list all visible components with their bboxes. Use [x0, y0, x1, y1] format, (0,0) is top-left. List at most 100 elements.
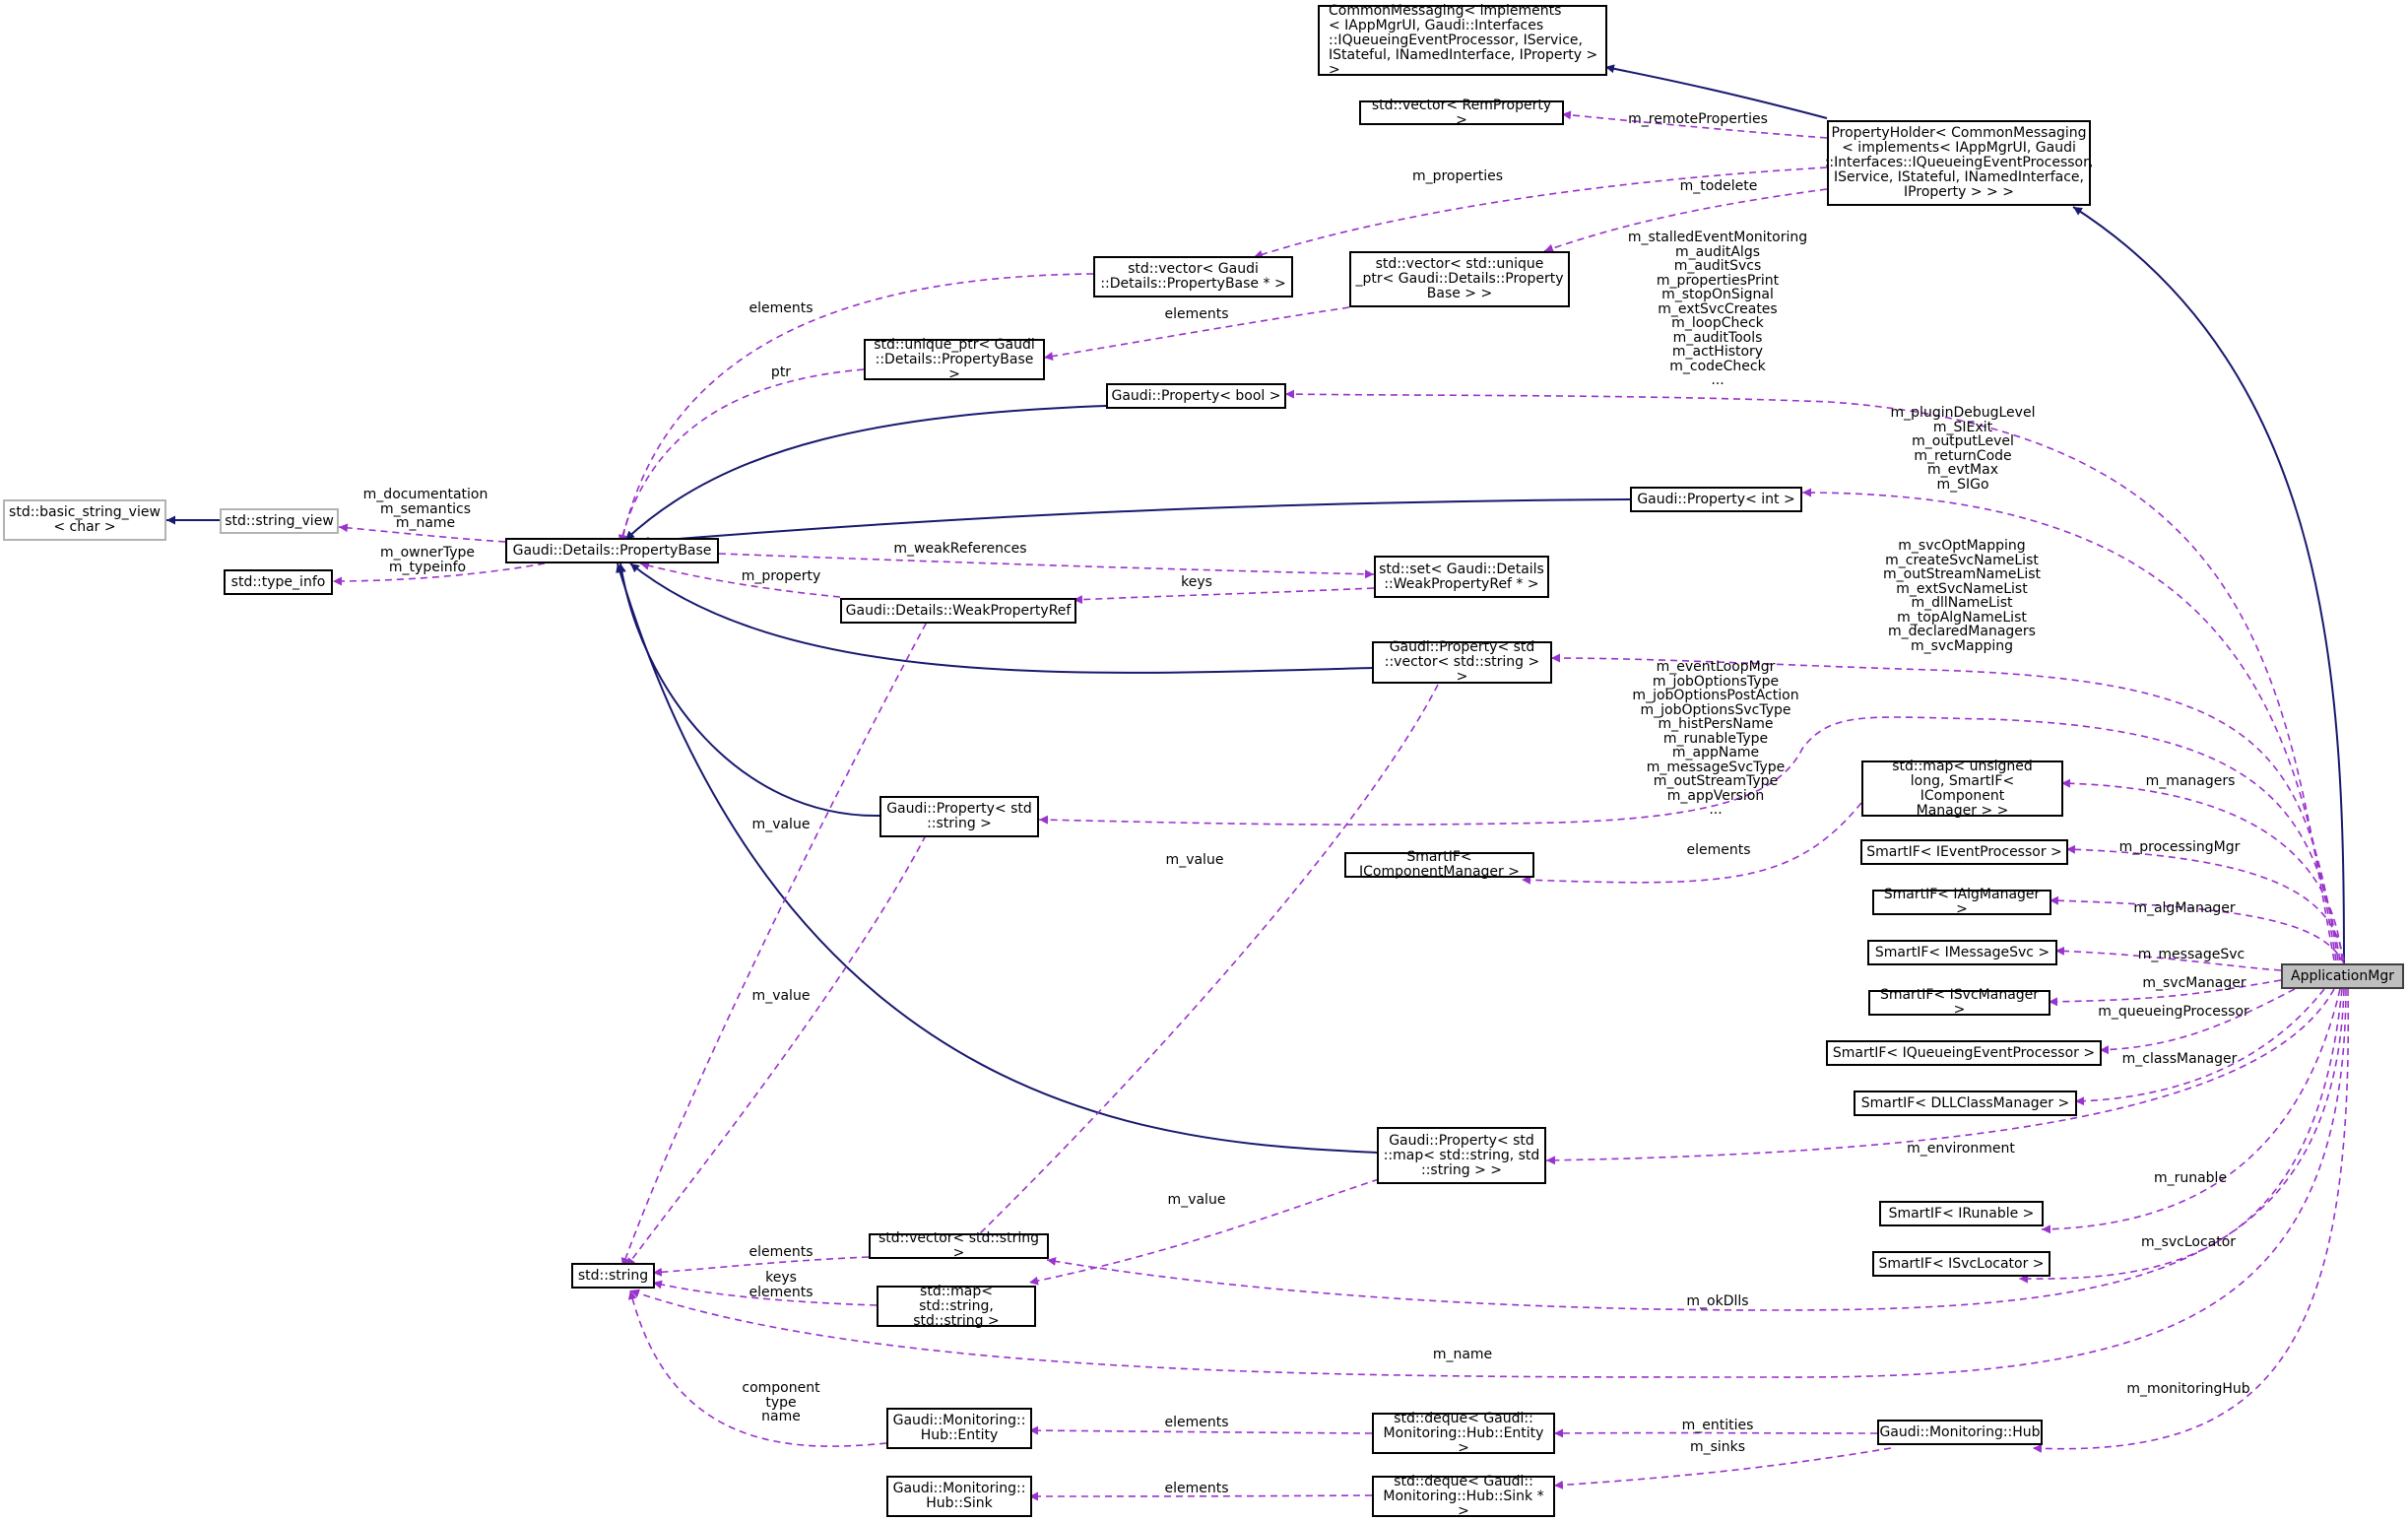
label-class-manager: m_classManager [2121, 1051, 2238, 1067]
edge-app-queueing [2099, 988, 2296, 1055]
node-unique-ptr[interactable]: std::unique_ptr< Gaudi ::Details::Proper… [864, 337, 1045, 381]
label-environment: m_environment [1907, 1141, 2015, 1157]
edge-app-algmanager [2049, 895, 2345, 964]
node-string-view[interactable]: std::string_view [220, 508, 339, 534]
edge-dequesink-hubsink [1028, 1491, 1373, 1501]
label-svc-locator: m_svcLocator [2140, 1234, 2237, 1250]
node-vector-propertybase-ptr[interactable]: std::vector< Gaudi ::Details::PropertyBa… [1093, 256, 1293, 298]
node-smartif-runable[interactable]: SmartIF< IRunable > [1879, 1201, 2044, 1226]
label-message-svc: m_messageSvc [2137, 947, 2245, 962]
edge-app-svclocator [2018, 988, 2343, 1284]
label-elements-3: elements [1686, 842, 1751, 858]
edge-app-dllclass [2074, 988, 2325, 1106]
edge-hub-dequesink [1553, 1447, 1892, 1489]
node-deque-sink[interactable]: std::deque< Gaudi:: Monitoring::Hub::Sin… [1372, 1474, 1555, 1518]
edge-propertystring-propertybase [617, 562, 880, 818]
node-smartif-queueing[interactable]: SmartIF< IQueueingEventProcessor > [1826, 1040, 2102, 1066]
label-svc-manager: m_svcManager [2142, 975, 2246, 991]
label-todelete: m_todelete [1679, 178, 1758, 194]
edge-propertybool-propertybase [624, 405, 1107, 541]
node-smartif-algmanager[interactable]: SmartIF< IAlgManager > [1872, 888, 2051, 917]
node-hub-entity[interactable]: Gaudi::Monitoring:: Hub::Entity [886, 1408, 1032, 1449]
label-elements-4: elements [1164, 1415, 1229, 1430]
edge-propertyint-propertybase [639, 498, 1631, 546]
edge-app-stdstring [629, 988, 2347, 1378]
node-std-string[interactable]: std::string [571, 1263, 655, 1289]
edge-propertymap-propertybase [616, 562, 1378, 1154]
edge-vectorstring-stdstring [652, 1256, 870, 1277]
node-property-int[interactable]: Gaudi::Property< int > [1630, 487, 1802, 512]
edge-properties [1253, 166, 1828, 259]
edge-applicationmgr-propertyholder [2072, 206, 2345, 966]
node-property-vector-string[interactable]: Gaudi::Property< std ::vector< std::stri… [1372, 640, 1552, 685]
label-monitoring-hub: m_monitoringHub [2126, 1381, 2250, 1397]
edge-app-runable [2041, 988, 2341, 1234]
node-deque-entity[interactable]: std::deque< Gaudi:: Monitoring::Hub::Ent… [1372, 1411, 1555, 1455]
label-queueing-processor: m_queueingProcessor [2098, 1004, 2249, 1020]
node-property-string[interactable]: Gaudi::Property< std ::string > [879, 796, 1039, 837]
label-entities: m_entities [1681, 1418, 1754, 1433]
edge-app-propertystring [1038, 716, 2341, 961]
label-sinks: m_sinks [1689, 1439, 1746, 1455]
label-weak-references: m_weakReferences [893, 541, 1027, 557]
edge-vecbaseptr-propertybase [618, 273, 1094, 545]
label-runable: m_runable [2153, 1170, 2228, 1186]
edge-hubentity-stdstring [627, 1290, 887, 1447]
edge-propertystring-stdstring [625, 834, 927, 1268]
node-property-map[interactable]: Gaudi::Property< std ::map< std::string,… [1377, 1127, 1546, 1184]
node-smartif-dllclassmanager[interactable]: SmartIF< DLLClassManager > [1854, 1091, 2077, 1116]
node-map-string-string[interactable]: std::map< std::string, std::string > [877, 1284, 1036, 1328]
node-smartif-messagesvc[interactable]: SmartIF< IMessageSvc > [1867, 940, 2057, 965]
node-vector-remproperty[interactable]: std::vector< RemProperty > [1359, 98, 1564, 127]
node-vector-string[interactable]: std::vector< std::string > [869, 1231, 1049, 1261]
label-elements-5: elements [1164, 1481, 1229, 1496]
node-property-bool[interactable]: Gaudi::Property< bool > [1106, 383, 1286, 409]
edge-setweak-weakref [1073, 587, 1375, 605]
edge-app-propertybool [1284, 389, 2335, 961]
label-stringview-members: m_documentation m_semantics m_name [362, 487, 488, 531]
label-remote-properties: m_remoteProperties [1628, 111, 1768, 127]
label-properties: m_properties [1411, 168, 1504, 184]
label-ok-dlls: m_okDlls [1686, 1293, 1749, 1309]
edge-propertybase-typeinfo [332, 562, 546, 586]
edge-app-eventprocessor [2065, 844, 2345, 961]
edge-mapstring-stdstring [652, 1280, 878, 1306]
node-monitoring-hub[interactable]: Gaudi::Monitoring::Hub [1877, 1420, 2043, 1445]
edge-app-vectorstring [1046, 988, 2345, 1311]
node-basic-string-view[interactable]: std::basic_string_view < char > [3, 499, 166, 541]
label-property: m_property [741, 568, 821, 584]
edge-app-propertymap [1545, 988, 2335, 1165]
node-hub-sink[interactable]: Gaudi::Monitoring:: Hub::Sink [886, 1476, 1032, 1517]
label-alg-manager: m_algManager [2133, 900, 2236, 916]
edge-mapunsigned-smartcomponent [1521, 802, 1862, 885]
node-vector-unique-ptr[interactable]: std::vector< std::unique _ptr< Gaudi::De… [1349, 251, 1570, 307]
edge-dequeentity-hubentity [1028, 1425, 1373, 1435]
label-string-members: m_eventLoopMgr m_jobOptionsType m_jobOpt… [1632, 659, 1799, 818]
node-application-mgr[interactable]: ApplicationMgr [2281, 963, 2404, 989]
node-smartif-svcmanager[interactable]: SmartIF< ISvcManager > [1868, 988, 2050, 1018]
node-type-info[interactable]: std::type_info [224, 569, 333, 595]
node-smartif-componentmanager[interactable]: SmartIF< IComponentManager > [1344, 850, 1534, 880]
node-smartif-eventprocessor[interactable]: SmartIF< IEventProcessor > [1860, 839, 2068, 865]
edge-app-hub [2032, 988, 2350, 1453]
node-smartif-svclocator[interactable]: SmartIF< ISvcLocator > [1872, 1251, 2050, 1277]
node-weak-property-ref[interactable]: Gaudi::Details::WeakPropertyRef [840, 598, 1076, 624]
node-set-weakref[interactable]: std::set< Gaudi::Details ::WeakPropertyR… [1374, 556, 1549, 598]
label-mvalue-4: m_value [1167, 1192, 1226, 1208]
edge-app-svcmanager [2048, 979, 2282, 1007]
label-managers: m_managers [2145, 773, 2236, 789]
edge-remoteproperties [1561, 110, 1828, 139]
label-elements-6: elements [748, 1244, 814, 1260]
node-property-holder[interactable]: PropertyHolder< CommonMessaging < implem… [1825, 120, 2093, 206]
edge-weakref-stdstring [620, 612, 933, 1268]
node-common-messaging[interactable]: CommonMessaging< implements < IAppMgrUI,… [1318, 3, 1607, 77]
edge-propertybase-setweak [718, 553, 1375, 579]
label-elements-2: elements [1164, 306, 1229, 322]
node-map-unsigned[interactable]: std::map< unsigned long, SmartIF< ICompo… [1861, 759, 2063, 818]
label-mvalue-1: m_value [751, 817, 811, 832]
node-property-base[interactable]: Gaudi::Details::PropertyBase [505, 538, 719, 563]
label-vectorstring-members: m_svcOptMapping m_createSvcNameList m_ou… [1883, 538, 2041, 654]
label-mvalue-2: m_value [1165, 852, 1224, 868]
label-keys-elements: keys elements [748, 1270, 814, 1300]
